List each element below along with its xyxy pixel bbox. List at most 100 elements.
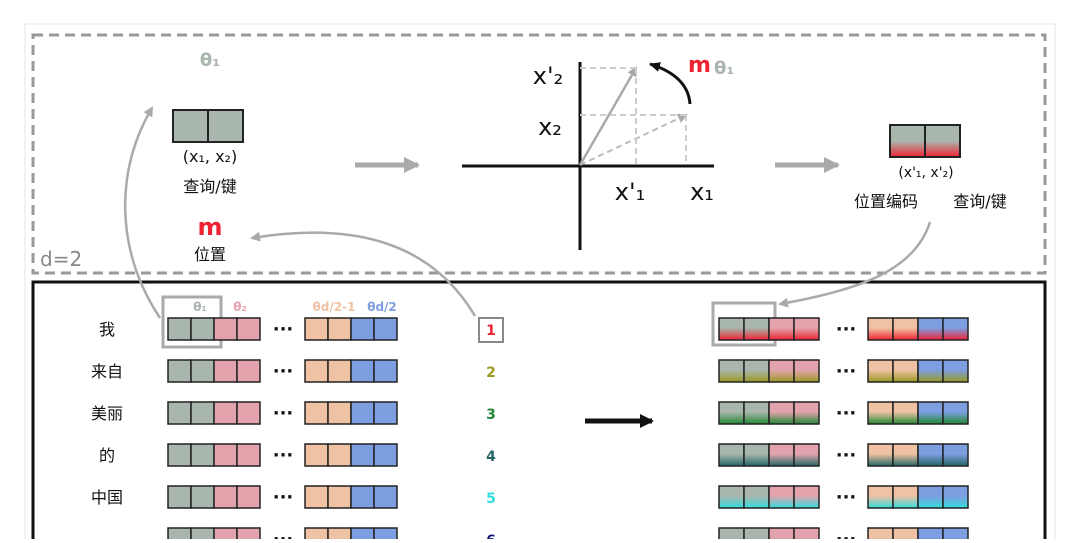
embedding-cell	[190, 443, 215, 467]
encoded-cell	[743, 401, 770, 425]
theta1-label: θ₁	[200, 50, 220, 71]
token-label: 中国	[91, 488, 123, 507]
vector-coords-label: (x₁, x₂)	[183, 147, 237, 166]
encoded-cell	[793, 485, 820, 509]
encoded-cell	[892, 359, 919, 383]
embedding-cell	[190, 401, 215, 425]
ellipsis: ···	[273, 403, 294, 424]
encoded-cell	[917, 527, 944, 543]
query-key-vector	[172, 109, 244, 143]
position-label: 位置	[194, 245, 226, 264]
embedding-cell	[350, 485, 375, 509]
encoded-cell	[743, 317, 770, 341]
position-encoding-label: 位置编码	[854, 192, 918, 211]
encoded-cell	[718, 359, 745, 383]
encoded-cell	[718, 317, 745, 341]
encoded-cell	[768, 317, 795, 341]
embedding-cell	[213, 359, 238, 383]
rotation-plot	[462, 62, 714, 250]
encoded-cell	[718, 527, 745, 543]
encoded-cell	[793, 401, 820, 425]
embedding-cell	[373, 485, 398, 509]
encoded-cell	[743, 359, 770, 383]
ellipsis: ···	[836, 319, 857, 340]
arrow-result-to-bottom	[778, 221, 932, 308]
encoded-cell	[743, 443, 770, 467]
encoded-cell	[867, 317, 894, 341]
encoded-cell	[917, 401, 944, 425]
embedding-cell	[350, 359, 375, 383]
encoded-cell	[892, 317, 919, 341]
encoded-cell	[867, 359, 894, 383]
encoded-cell	[892, 527, 919, 543]
embedding-cell	[236, 443, 261, 467]
embedding-cell	[167, 527, 192, 543]
encoded-cell	[942, 443, 969, 467]
embedding-cell	[167, 443, 192, 467]
embedding-cell	[236, 527, 261, 543]
ellipsis: ···	[836, 403, 857, 424]
embedding-cell	[327, 485, 352, 509]
ellipsis: ···	[273, 487, 294, 508]
arrow-position-to-m	[250, 231, 477, 317]
encoded-cell	[718, 443, 745, 467]
m-label: m	[197, 213, 222, 241]
bottom-panel-border	[31, 280, 1047, 543]
token-rows: 我···1···来自···2···美丽···3···的···4···中国···5…	[91, 317, 969, 543]
embedding-cell	[190, 485, 215, 509]
encoded-cell	[917, 485, 944, 509]
axis-x1p-label: x'₁	[615, 178, 645, 206]
token-label: 的	[99, 446, 115, 465]
encoded-cell	[768, 359, 795, 383]
token-label: 来自	[91, 362, 123, 381]
rotation-theta-label: θ₁	[714, 58, 734, 79]
encoded-cell	[942, 317, 969, 341]
encoded-cell	[768, 401, 795, 425]
ellipsis: ···	[836, 361, 857, 382]
embedding-cell	[236, 317, 261, 341]
encoded-cell	[867, 527, 894, 543]
encoded-cell	[743, 527, 770, 543]
encoded-cell	[917, 359, 944, 383]
encoded-cell	[718, 401, 745, 425]
embedding-cell	[236, 485, 261, 509]
encoded-cell	[793, 359, 820, 383]
embedding-cell	[190, 527, 215, 543]
embedding-cell	[213, 485, 238, 509]
arrow-theta-to-top	[124, 106, 162, 319]
token-label: 。	[99, 530, 115, 539]
token-row: 我···1···	[99, 317, 969, 341]
embedding-cell	[373, 443, 398, 467]
token-row: 来自···2···	[91, 359, 969, 383]
rotated-vector	[889, 124, 961, 158]
position-number: 6	[486, 533, 496, 539]
embedding-cell	[373, 527, 398, 543]
position-number: 3	[486, 407, 496, 423]
embedding-cell	[327, 527, 352, 543]
query-key-label: 查询/键	[183, 177, 236, 196]
ellipsis: ···	[273, 445, 294, 466]
embedding-cell	[304, 317, 329, 341]
ellipsis: ···	[836, 487, 857, 508]
encoded-cell	[793, 317, 820, 341]
encoded-cell	[867, 401, 894, 425]
embedding-cell	[213, 317, 238, 341]
embedding-cell	[304, 401, 329, 425]
embedding-cell	[213, 527, 238, 543]
encoded-cell	[867, 485, 894, 509]
token-label: 美丽	[91, 404, 123, 423]
encoded-cell	[917, 317, 944, 341]
position-number: 2	[486, 365, 496, 381]
embedding-cell	[304, 443, 329, 467]
embedding-cell	[190, 317, 215, 341]
theta-header-3: θd/2-1	[313, 300, 356, 314]
d2-label: d=2	[40, 247, 82, 271]
embedding-cell	[304, 485, 329, 509]
top-panel-dashed-border	[31, 33, 1047, 275]
embedding-cell	[167, 317, 192, 341]
embedding-cell	[327, 359, 352, 383]
theta-header-1: θ₁	[193, 300, 207, 314]
ellipsis: ···	[273, 529, 294, 539]
embedding-cell	[236, 359, 261, 383]
